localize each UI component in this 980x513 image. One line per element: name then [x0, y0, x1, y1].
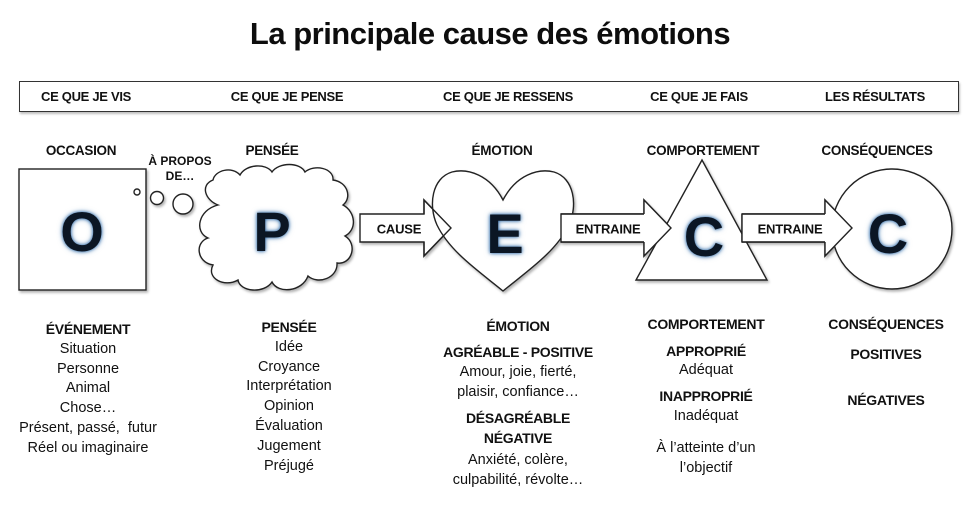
column-consequences-positive: POSITIVES	[850, 346, 922, 362]
column-pensee-item: Jugement	[257, 437, 321, 454]
column-occasion-item: Animal	[65, 380, 111, 397]
letter-c-consequences: C	[867, 202, 909, 265]
column-occasion: ÉVÉNEMENT Situation Personne Animal Chos…	[19, 320, 157, 459]
stage-label-occasion: OCCASION	[45, 143, 117, 158]
column-pensee-item: Idée	[274, 338, 304, 355]
stage-label-pensee: PENSÉE	[245, 143, 299, 158]
column-emotion-negative-heading-2: NÉGATIVE	[483, 430, 553, 446]
column-pensee-item: Croyance	[257, 358, 321, 375]
column-pensee: PENSÉE Idée Croyance Interprétation Opin…	[246, 318, 331, 476]
column-emotion-positive-item: Amour, joie, fierté,	[459, 364, 577, 380]
stage-label-comportement: COMPORTEMENT	[646, 143, 760, 158]
thought-bubble-large	[172, 193, 194, 215]
stage-label-emotion: ÉMOTION	[471, 143, 533, 158]
column-emotion: ÉMOTION AGRÉABLE - POSITIVE Amour, joie,…	[443, 316, 593, 490]
stage-label-consequences: CONSÉQUENCES	[821, 143, 933, 158]
page-title: La principale cause des émotions	[249, 16, 731, 51]
header-label-fais: CE QUE JE FAIS	[650, 89, 748, 104]
header-label-ressens: CE QUE JE RESSENS	[443, 89, 573, 104]
thought-bubble-line-2: DE…	[165, 169, 195, 183]
column-emotion-negative-heading: DÉSAGRÉABLE	[465, 410, 571, 426]
thought-bubble-small	[133, 188, 141, 196]
column-comportement-inappropriate-heading: INAPPROPRIÉ	[659, 388, 753, 404]
letter-p: P	[253, 200, 291, 263]
column-consequences: CONSÉQUENCES POSITIVES NÉGATIVES	[828, 314, 944, 410]
header-label-resultats: LES RÉSULTATS	[824, 89, 926, 104]
column-comportement-appropriate-heading: APPROPRIÉ	[666, 343, 746, 359]
column-pensee-item: Opinion	[264, 398, 314, 415]
thought-bubble-line-1: À PROPOS	[148, 154, 212, 168]
column-occasion-item: Présent, passé, futur	[19, 419, 157, 436]
column-consequences-negative: NÉGATIVES	[847, 392, 925, 408]
header-label-vis: CE QUE JE VIS	[40, 89, 132, 104]
column-occasion-item: Situation	[59, 340, 117, 357]
column-emotion-positive-heading: AGRÉABLE - POSITIVE	[443, 344, 593, 360]
column-comportement-inappropriate-text: Inadéquat	[673, 408, 739, 424]
column-emotion-positive-item: plaisir, confiance…	[457, 384, 579, 400]
stage-header-bar: CE QUE JE VIS CE QUE JE PENSE CE QUE JE …	[19, 81, 959, 112]
column-occasion-item: Chose…	[59, 400, 117, 417]
letter-c-comportement: C	[683, 205, 725, 268]
column-emotion-heading: ÉMOTION	[486, 318, 550, 334]
column-comportement: COMPORTEMENT APPROPRIÉ Adéquat INAPPROPR…	[648, 314, 765, 478]
letter-e: E	[486, 202, 524, 265]
thought-bubble-label: À PROPOS DE…	[148, 154, 211, 184]
column-comportement-heading: COMPORTEMENT	[647, 316, 765, 332]
column-comportement-appropriate-text: Adéquat	[678, 362, 734, 378]
column-emotion-negative-item: culpabilité, révolte…	[452, 472, 584, 488]
column-pensee-heading: PENSÉE	[261, 319, 317, 335]
arrow-label-entraine-1: ENTRAINE	[575, 221, 641, 237]
column-occasion-heading: ÉVÉNEMENT	[45, 321, 131, 337]
arrow-label-entraine-2: ENTRAINE	[757, 221, 823, 237]
pensee-cloud-shape	[198, 163, 355, 291]
occasion-square-shape	[18, 168, 147, 291]
column-pensee-item: Évaluation	[255, 417, 323, 434]
arrow-label-cause: CAUSE	[376, 221, 422, 237]
letter-o: O	[60, 200, 104, 263]
header-label-pense: CE QUE JE PENSE	[230, 89, 344, 104]
column-emotion-negative-item: Anxiété, colère,	[468, 452, 568, 468]
emotion-heart-shape	[431, 170, 575, 292]
column-comportement-goal-line-2: l’objectif	[679, 460, 733, 476]
comportement-triangle-shape	[634, 158, 769, 281]
column-consequences-heading: CONSÉQUENCES	[828, 316, 944, 332]
column-pensee-item: Préjugé	[264, 457, 314, 474]
column-occasion-item: Réel ou imaginaire	[27, 439, 149, 456]
column-occasion-item: Personne	[56, 360, 120, 377]
column-comportement-goal-line-1: À l’atteinte d’un	[656, 440, 756, 456]
thought-bubble-medium	[149, 190, 165, 206]
column-pensee-item: Interprétation	[246, 378, 332, 395]
